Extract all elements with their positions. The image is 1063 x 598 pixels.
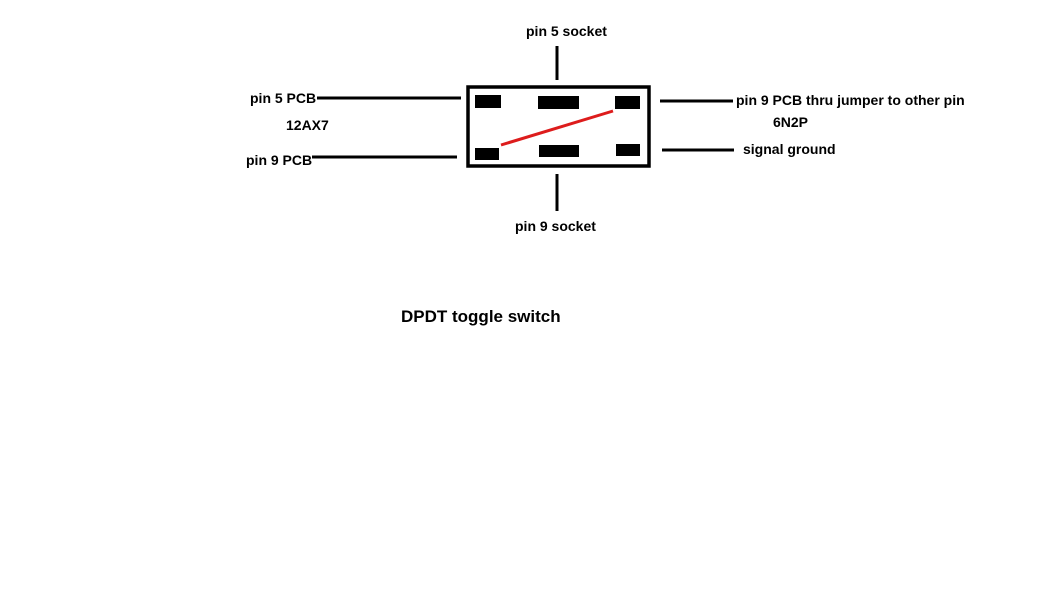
switch-body (466, 85, 651, 168)
label-12ax7: 12AX7 (286, 117, 329, 133)
lug-bottom-left (475, 148, 499, 160)
diagram-caption: DPDT toggle switch (401, 307, 561, 326)
label-pin9-pcb: pin 9 PCB (246, 152, 312, 168)
label-6n2p: 6N2P (773, 114, 808, 130)
label-pin5-pcb: pin 5 PCB (250, 90, 316, 106)
switch-throw (500, 109, 614, 147)
lug-bottom-right (616, 144, 640, 156)
lug-top-right (615, 96, 640, 109)
label-pin9-socket: pin 9 socket (515, 218, 596, 234)
label-signal-ground: signal ground (743, 141, 836, 157)
label-pin9-pcb-jumper: pin 9 PCB thru jumper to other pin (736, 92, 965, 108)
lug-bottom-center (539, 145, 579, 157)
lug-top-center (538, 96, 579, 109)
lug-top-left (475, 95, 501, 108)
label-pin5-socket: pin 5 socket (526, 23, 607, 39)
